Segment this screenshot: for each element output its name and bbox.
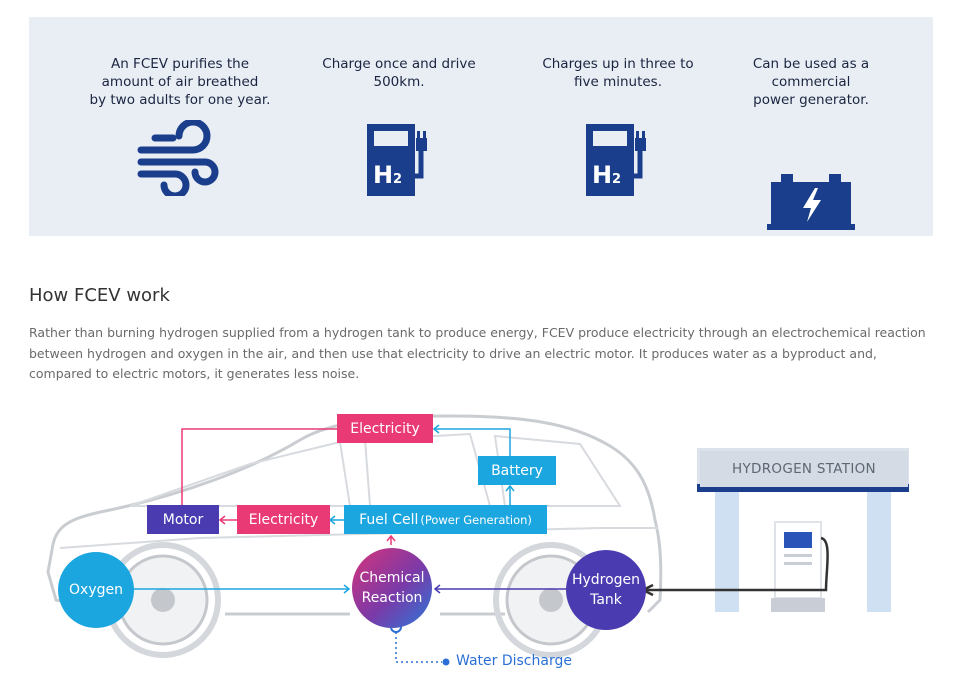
section-title: How FCEV work (29, 285, 170, 306)
h2-subscript: 2 (612, 172, 621, 187)
benefits-panel: An FCEV purifies the amount of air breat… (29, 17, 933, 236)
wind-icon (137, 120, 219, 196)
electricity-mid-box: Electricity (237, 505, 330, 534)
benefit-air-purification: An FCEV purifies the amount of air breat… (70, 55, 290, 196)
hydrogen-tank-label: Hydrogen Tank (571, 572, 641, 608)
battery-bolt-icon (767, 174, 855, 230)
oxygen-circle (58, 552, 134, 628)
fuel-cell-label: Fuel Cell (359, 511, 419, 528)
water-discharge-label: Water Discharge (456, 653, 572, 669)
h2-subscript: 2 (393, 172, 402, 187)
benefit-charge-time: Charges up in three to five minutes. H 2 (508, 55, 728, 196)
chemical-reaction-label: Chemical Reaction (359, 570, 425, 606)
hydrogen-tank-circle (566, 550, 646, 630)
benefit-power-generator: Can be used as a commercial power genera… (701, 55, 921, 230)
chemical-reaction-circle (352, 548, 432, 628)
hydrogen-charger-icon: H 2 (367, 124, 427, 196)
oxygen-label: Oxygen (69, 582, 123, 598)
benefit-text: Charges up in three to five minutes. (542, 56, 694, 90)
h2-symbol: H (592, 161, 612, 189)
motor-box: Motor (147, 505, 219, 534)
diagram-lines (46, 414, 909, 666)
fcev-diagram: Electricity Battery Motor Electricity Fu… (0, 400, 965, 696)
hydrogen-station-sign: HYDROGEN STATION (700, 451, 908, 487)
section-description: Rather than burning hydrogen supplied fr… (29, 325, 926, 381)
benefit-text: Charge once and drive 500km. (322, 56, 476, 90)
electricity-top-box: Electricity (337, 414, 433, 443)
benefit-range: Charge once and drive 500km. H 2 (289, 55, 509, 196)
fuel-cell-note: (Power Generation) (420, 512, 532, 527)
battery-box: Battery (478, 456, 556, 485)
hydrogen-charger-icon: H 2 (586, 124, 646, 196)
benefit-text: Can be used as a commercial power genera… (752, 56, 870, 108)
h2-symbol: H (373, 161, 393, 189)
benefit-text: An FCEV purifies the amount of air breat… (89, 56, 271, 108)
fuel-cell-box: Fuel Cell(Power Generation) (344, 505, 547, 534)
